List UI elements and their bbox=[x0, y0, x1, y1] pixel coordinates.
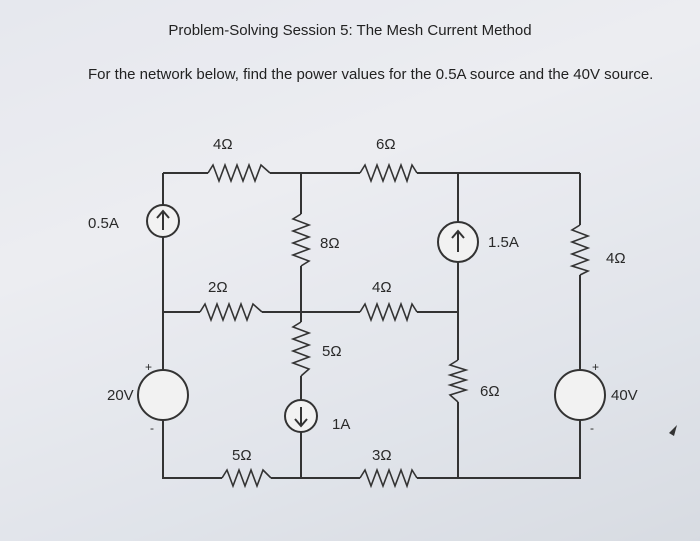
minus-sign-left: - bbox=[150, 421, 154, 435]
plus-sign-right: + bbox=[592, 360, 599, 374]
label-resistor-lower-vertical: 5Ω bbox=[322, 343, 342, 360]
plus-sign-left: + bbox=[145, 360, 152, 374]
page-title: Problem-Solving Session 5: The Mesh Curr… bbox=[168, 22, 532, 39]
arrow-down-icon bbox=[294, 407, 308, 428]
voltage-source-left bbox=[137, 369, 189, 421]
label-resistor-mid-vertical: 8Ω bbox=[320, 235, 340, 252]
resistor-bottom-center bbox=[359, 467, 418, 489]
resistor-mid-vertical bbox=[290, 213, 312, 267]
resistor-lower-vertical bbox=[290, 321, 312, 377]
resistor-top-right bbox=[359, 162, 418, 184]
current-source-left bbox=[146, 204, 180, 238]
arrow-up-icon bbox=[156, 209, 170, 230]
voltage-source-right bbox=[554, 369, 606, 421]
current-source-right bbox=[437, 221, 479, 263]
arrow-up-icon bbox=[451, 229, 465, 252]
label-voltage-source-right: 40V bbox=[611, 387, 638, 404]
cursor-icon bbox=[669, 425, 677, 436]
resistor-mid-left bbox=[199, 301, 263, 323]
label-resistor-bottom-left: 5Ω bbox=[232, 447, 252, 464]
minus-sign-right: - bbox=[590, 421, 594, 435]
label-voltage-source-left: 20V bbox=[107, 387, 134, 404]
resistor-right-vertical bbox=[569, 224, 591, 276]
label-resistor-right-mid-vertical: 6Ω bbox=[480, 383, 500, 400]
resistor-top-left bbox=[207, 162, 271, 184]
label-current-source-right: 1.5A bbox=[488, 234, 519, 251]
wire-left bbox=[162, 173, 222, 479]
current-source-center bbox=[284, 399, 318, 433]
resistor-right-mid-vertical bbox=[447, 359, 469, 403]
label-resistor-bottom-center: 3Ω bbox=[372, 447, 392, 464]
label-resistor-top-right: 6Ω bbox=[376, 136, 396, 153]
wire-bottom bbox=[271, 420, 581, 479]
problem-statement: For the network below, find the power va… bbox=[88, 66, 654, 83]
label-current-source-center: 1A bbox=[332, 416, 350, 433]
label-resistor-mid-left: 2Ω bbox=[208, 279, 228, 296]
label-current-source-left: 0.5A bbox=[88, 215, 119, 232]
circuit-wires bbox=[162, 172, 581, 479]
resistor-bottom-left bbox=[221, 467, 272, 489]
label-resistor-right-vertical: 4Ω bbox=[606, 250, 626, 267]
label-resistor-mid-center: 4Ω bbox=[372, 279, 392, 296]
label-resistor-top-left: 4Ω bbox=[213, 136, 233, 153]
resistor-mid-center bbox=[359, 301, 418, 323]
resistors bbox=[199, 162, 591, 489]
